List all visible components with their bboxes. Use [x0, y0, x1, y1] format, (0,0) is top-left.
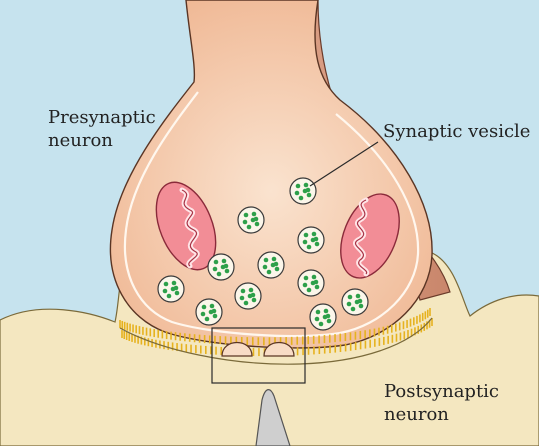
synaptic-vesicle [235, 283, 261, 309]
synaptic-vesicle [298, 227, 324, 253]
synaptic-vesicle [310, 304, 336, 330]
label-postsynaptic-neuron: Postsynaptic neuron [384, 380, 499, 426]
synaptic-vesicle [196, 299, 222, 325]
synaptic-vesicle [258, 252, 284, 278]
synaptic-vesicle [158, 276, 184, 302]
synaptic-vesicle [298, 270, 324, 296]
synaptic-vesicle [208, 254, 234, 280]
synaptic-vesicle [342, 289, 368, 315]
label-synaptic-vesicle: Synaptic vesicle [383, 120, 530, 143]
label-presynaptic-neuron: Presynaptic neuron [48, 106, 156, 152]
synaptic-vesicle [238, 207, 264, 233]
synaptic-vesicle [290, 178, 316, 204]
